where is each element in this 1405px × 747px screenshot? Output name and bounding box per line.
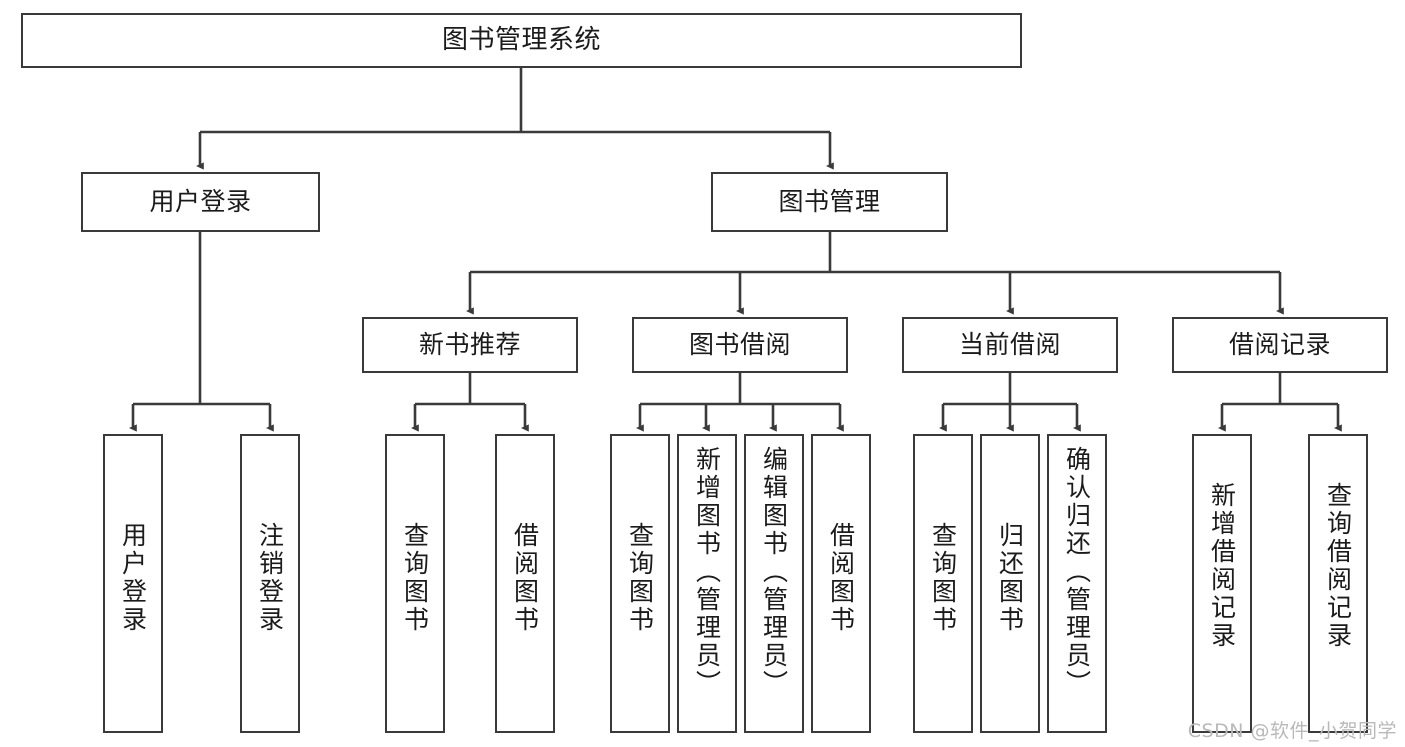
node-current-borrow[interactable]: 当前借阅 [902,317,1118,373]
node-leaf-borrow-book-recommend[interactable]: 借阅图书 [495,434,555,733]
node-new-book-recommend[interactable]: 新书推荐 [362,317,578,373]
node-label: 归还图书 [995,522,1025,634]
node-book-borrow[interactable]: 图书借阅 [632,317,848,373]
node-leaf-edit-book[interactable]: 编辑图书（管理员） [744,434,804,733]
node-user-login[interactable]: 用户登录 [81,172,320,232]
node-label: 借阅图书 [826,522,856,634]
node-label: 借阅图书 [510,522,540,634]
node-label: 当前借阅 [958,330,1061,359]
node-label: 新增借阅记录 [1207,482,1237,650]
node-label: 图书管理 [778,187,881,216]
node-leaf-add-borrow-record[interactable]: 新增借阅记录 [1192,434,1252,733]
node-leaf-query-book-borrow[interactable]: 查询图书 [610,434,670,733]
node-leaf-confirm-return[interactable]: 确认归还（管理员） [1047,434,1107,733]
node-leaf-query-book-current[interactable]: 查询图书 [913,434,973,733]
node-label: 用户登录 [118,522,148,634]
node-leaf-logout[interactable]: 注销登录 [240,434,300,733]
node-label: 查询图书 [625,522,655,634]
node-label: 编辑图书（管理员） [759,446,789,698]
node-label: 新增图书（管理员） [692,446,722,698]
node-leaf-add-book[interactable]: 新增图书（管理员） [677,434,737,733]
node-leaf-query-borrow-record[interactable]: 查询借阅记录 [1308,434,1368,733]
node-leaf-return-book[interactable]: 归还图书 [980,434,1040,733]
node-label: 图书管理系统 [441,24,601,55]
node-leaf-query-book-recommend[interactable]: 查询图书 [385,434,445,733]
node-label: 新书推荐 [418,330,521,359]
node-leaf-user-login[interactable]: 用户登录 [103,434,163,733]
node-label: 查询图书 [400,522,430,634]
node-borrow-record[interactable]: 借阅记录 [1172,317,1388,373]
node-label: 查询图书 [928,522,958,634]
node-label: 用户登录 [149,187,252,216]
node-label: 查询借阅记录 [1323,482,1353,650]
node-label: 注销登录 [255,522,285,634]
node-label: 借阅记录 [1228,330,1331,359]
node-book-management[interactable]: 图书管理 [711,172,948,232]
node-label: 图书借阅 [688,330,791,359]
node-label: 确认归还（管理员） [1062,446,1092,698]
node-leaf-borrow-book[interactable]: 借阅图书 [811,434,871,733]
node-root-book-management-system[interactable]: 图书管理系统 [21,13,1022,68]
